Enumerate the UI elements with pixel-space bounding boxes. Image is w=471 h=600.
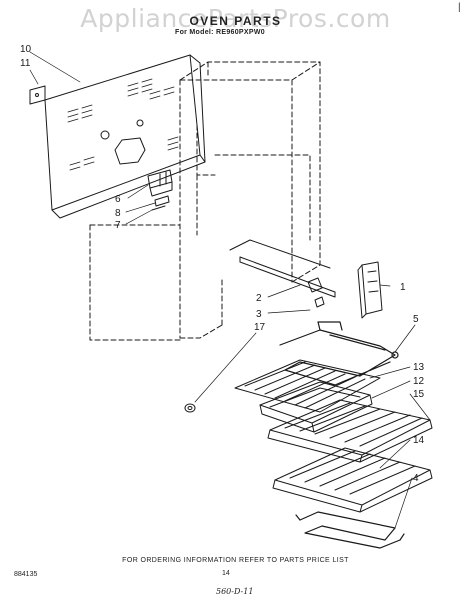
oven-back-panel: [44, 54, 206, 219]
callout-10: 10: [20, 44, 32, 55]
ordering-note: FOR ORDERING INFORMATION REFER TO PARTS …: [122, 557, 349, 564]
callout-17: 17: [254, 322, 266, 333]
callout-7: 7: [115, 220, 121, 231]
callout-1: 1: [400, 282, 406, 293]
model-line: For Model: RE960PXPW0: [175, 29, 265, 36]
callout-6: 6: [115, 194, 121, 205]
part-1-bracket: [357, 261, 383, 319]
element-bracket-rail: [229, 239, 336, 308]
part-17-plug: [184, 403, 196, 413]
part-12-broil-pan: [259, 381, 373, 433]
corner-mark: |: [458, 2, 461, 13]
diagram-title: OVEN PARTS: [189, 14, 282, 28]
part-13-broil-pan-insert: [234, 359, 381, 413]
part-11-plate: [29, 85, 46, 105]
callout-15: 15: [413, 389, 425, 400]
part-4-broil-element: [295, 511, 405, 549]
callout-14: 14: [413, 435, 425, 446]
callout-13: 13: [413, 362, 425, 373]
part-14-oven-rack: [272, 447, 433, 513]
handwritten-note: 560-D-11: [216, 587, 254, 596]
callout-8: 8: [115, 208, 121, 219]
doc-number: 884135: [14, 571, 38, 578]
leader-lines: [29, 51, 431, 529]
watermark: AppliancePartsPros.com: [80, 4, 391, 33]
callout-4: 4: [413, 473, 419, 484]
part-5-bake-element: [279, 321, 399, 386]
oven-cabinet: [89, 61, 321, 341]
page-number: 14: [222, 570, 230, 577]
callout-labels: 10 11 6 8 7 1 2 3 5 17 13 12 15 14 4: [20, 44, 425, 484]
back-panel-vents: [67, 78, 179, 171]
callout-2: 2: [256, 293, 262, 304]
callout-5: 5: [413, 314, 419, 325]
terminal-block: [147, 169, 173, 211]
callout-11: 11: [20, 58, 31, 69]
callout-3: 3: [256, 309, 262, 320]
callout-12: 12: [413, 376, 425, 387]
